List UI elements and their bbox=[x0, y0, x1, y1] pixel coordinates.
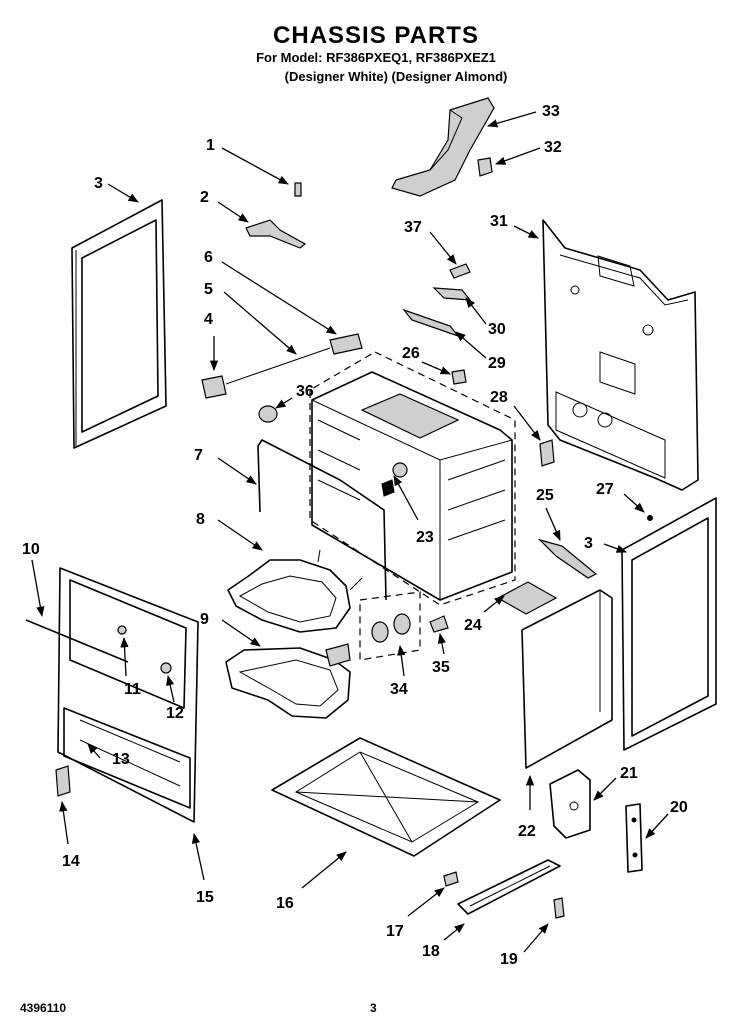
callout-26: 26 bbox=[402, 345, 420, 362]
callout-32: 32 bbox=[544, 139, 562, 156]
callout-3-right: 3 bbox=[584, 535, 593, 552]
callout-22: 22 bbox=[518, 823, 536, 840]
part-4-switch bbox=[201, 375, 227, 399]
part-29-bracket bbox=[402, 308, 460, 338]
part-1-screw bbox=[294, 182, 302, 197]
callout-31: 31 bbox=[490, 213, 508, 230]
callout-37: 37 bbox=[404, 219, 422, 236]
callout-20: 20 bbox=[670, 799, 688, 816]
part-9-lower-element bbox=[225, 643, 351, 719]
page-title: CHASSIS PARTS bbox=[273, 22, 479, 49]
callout-4: 4 bbox=[204, 311, 213, 328]
part-34-burner-assembly bbox=[359, 591, 421, 661]
callout-17: 17 bbox=[386, 923, 404, 940]
part-19-screw bbox=[553, 897, 565, 919]
callout-12: 12 bbox=[166, 705, 184, 722]
callout-1: 1 bbox=[206, 137, 215, 154]
callout-25: 25 bbox=[536, 487, 554, 504]
callout-8: 8 bbox=[196, 511, 205, 528]
callout-35: 35 bbox=[432, 659, 450, 676]
leader-lines bbox=[31, 111, 669, 953]
callout-10: 10 bbox=[22, 541, 40, 558]
callout-21: 21 bbox=[620, 765, 638, 782]
part-28-bracket bbox=[539, 439, 555, 467]
callout-28: 28 bbox=[490, 389, 508, 406]
part-7-broil-element bbox=[257, 439, 387, 601]
part-25-bracket bbox=[537, 538, 598, 579]
part-30-terminal-block bbox=[432, 287, 472, 301]
part-21-block bbox=[549, 769, 591, 839]
part-22-shield bbox=[521, 589, 613, 769]
callout-13: 13 bbox=[112, 751, 130, 768]
part-37-clip bbox=[449, 263, 471, 279]
callout-7: 7 bbox=[194, 447, 203, 464]
part-6-igniter bbox=[329, 333, 363, 355]
page-number: 3 bbox=[370, 1001, 377, 1015]
part-2-bracket bbox=[245, 219, 307, 249]
callout-5: 5 bbox=[204, 281, 213, 298]
callout-labels: 1 2 3 3 4 5 6 7 8 9 10 11 12 13 14 15 16… bbox=[22, 103, 688, 968]
callout-34: 34 bbox=[390, 681, 408, 698]
part-17-clip bbox=[443, 871, 459, 887]
part-5-wire bbox=[225, 347, 331, 385]
callout-18: 18 bbox=[422, 943, 440, 960]
model-line: For Model: RF386PXEQ1, RF386PXEZ1 bbox=[256, 50, 496, 65]
part-33-vent-duct bbox=[391, 97, 495, 197]
callout-3-left: 3 bbox=[94, 175, 103, 192]
oven-cavity bbox=[309, 351, 516, 606]
part-3-side-panel-left bbox=[71, 199, 167, 449]
callout-27: 27 bbox=[596, 481, 614, 498]
callout-15: 15 bbox=[196, 889, 214, 906]
part-16-tray bbox=[271, 737, 501, 857]
part-14-hinge bbox=[55, 765, 71, 797]
callout-30: 30 bbox=[488, 321, 506, 338]
part-8-bake-element bbox=[227, 549, 363, 633]
callout-19: 19 bbox=[500, 951, 518, 968]
callout-16: 16 bbox=[276, 895, 294, 912]
callout-36: 36 bbox=[296, 383, 314, 400]
part-32-clip bbox=[477, 157, 493, 177]
part-20-strip bbox=[625, 803, 643, 873]
variant-line: (Designer White) (Designer Almond) bbox=[284, 69, 508, 84]
document-number: 4396110 bbox=[20, 1001, 67, 1015]
callout-6: 6 bbox=[204, 249, 213, 266]
part-3-side-panel-right bbox=[621, 497, 717, 751]
callout-33: 33 bbox=[542, 103, 560, 120]
callout-2: 2 bbox=[200, 189, 209, 206]
part-27-screw bbox=[647, 515, 653, 521]
part-18-drawer-slide bbox=[457, 859, 561, 915]
part-31-back-panel bbox=[542, 219, 699, 491]
callout-23: 23 bbox=[416, 529, 434, 546]
part-35-screw bbox=[429, 615, 449, 633]
part-10-gasket bbox=[25, 619, 129, 663]
callout-24: 24 bbox=[464, 617, 482, 634]
callout-14: 14 bbox=[62, 853, 80, 870]
callout-11: 11 bbox=[124, 681, 141, 698]
part-24-bracket bbox=[496, 581, 558, 615]
callout-9: 9 bbox=[200, 611, 209, 628]
part-26-clip bbox=[451, 369, 467, 385]
part-36-plug bbox=[258, 405, 278, 423]
callout-29: 29 bbox=[488, 355, 506, 372]
